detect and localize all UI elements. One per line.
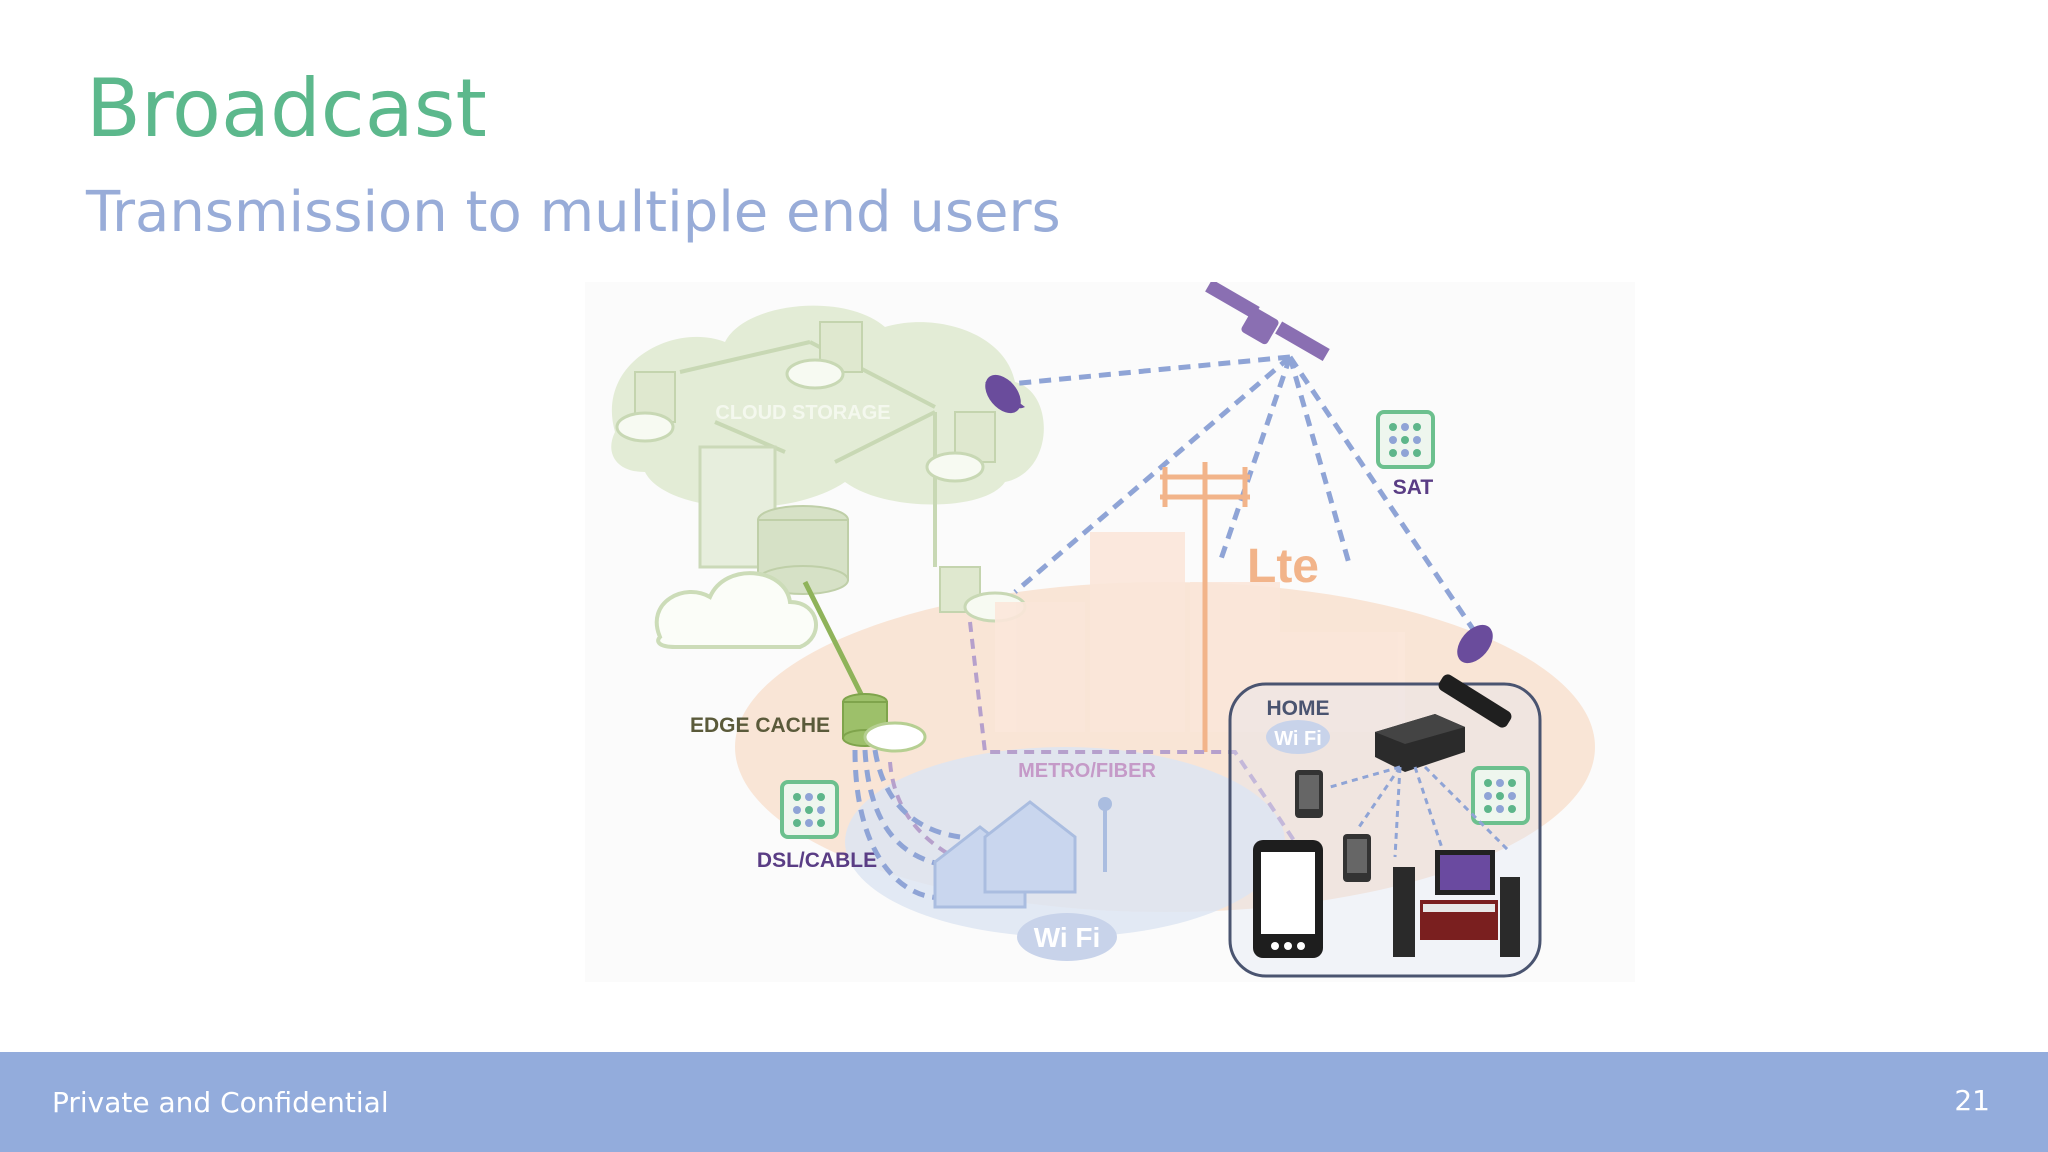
slide-subtitle: Transmission to multiple end users (86, 180, 1061, 245)
router-icon (1375, 714, 1465, 772)
broadcast-network-diagram: CLOUD STORAGE EDGE CACHE (585, 282, 1635, 982)
home-label: HOME (1267, 697, 1330, 720)
lte-label: Lte (1247, 540, 1319, 593)
footer-bar: Private and Confidential 21 (0, 1052, 2048, 1152)
dsl-cable-label: DSL/CABLE (757, 849, 877, 872)
chip-icon (780, 780, 839, 839)
satellite-links (1009, 354, 1488, 649)
phone-icon (1253, 840, 1323, 958)
sat-label: SAT (1393, 476, 1434, 499)
cloud-icon (654, 571, 818, 649)
chip-icon (1471, 766, 1530, 825)
footer-confidential-text: Private and Confidential (52, 1086, 389, 1119)
remote-icon (1438, 674, 1512, 728)
metro-fiber-label: METRO/FIBER (1018, 760, 1156, 782)
metro-fiber-links (888, 621, 1297, 874)
cloud-icon (863, 721, 927, 753)
speaker-icon (1500, 877, 1520, 957)
speaker-icon (1393, 867, 1415, 957)
dish-icon (1457, 624, 1493, 664)
satellite-icon (1205, 282, 1330, 362)
svg-text:Wi Fi: Wi Fi (1274, 728, 1322, 750)
svg-text:Wi Fi: Wi Fi (1034, 922, 1101, 953)
tv-icon (1435, 850, 1495, 895)
dish-icon (985, 374, 1025, 414)
slide-title: Broadcast (86, 62, 487, 155)
house-icon (933, 800, 1077, 909)
wifi-icon: Wi Fi (1017, 913, 1117, 961)
wifi-icon: Wi Fi (1266, 720, 1330, 754)
page-number: 21 (1954, 1084, 1990, 1117)
edge-cache-label: EDGE CACHE (690, 714, 830, 737)
cloud-storage-label: CLOUD STORAGE (715, 402, 890, 424)
database-icon (757, 505, 849, 595)
lte-tower-icon (1160, 462, 1250, 752)
chip-icon (1376, 410, 1435, 469)
